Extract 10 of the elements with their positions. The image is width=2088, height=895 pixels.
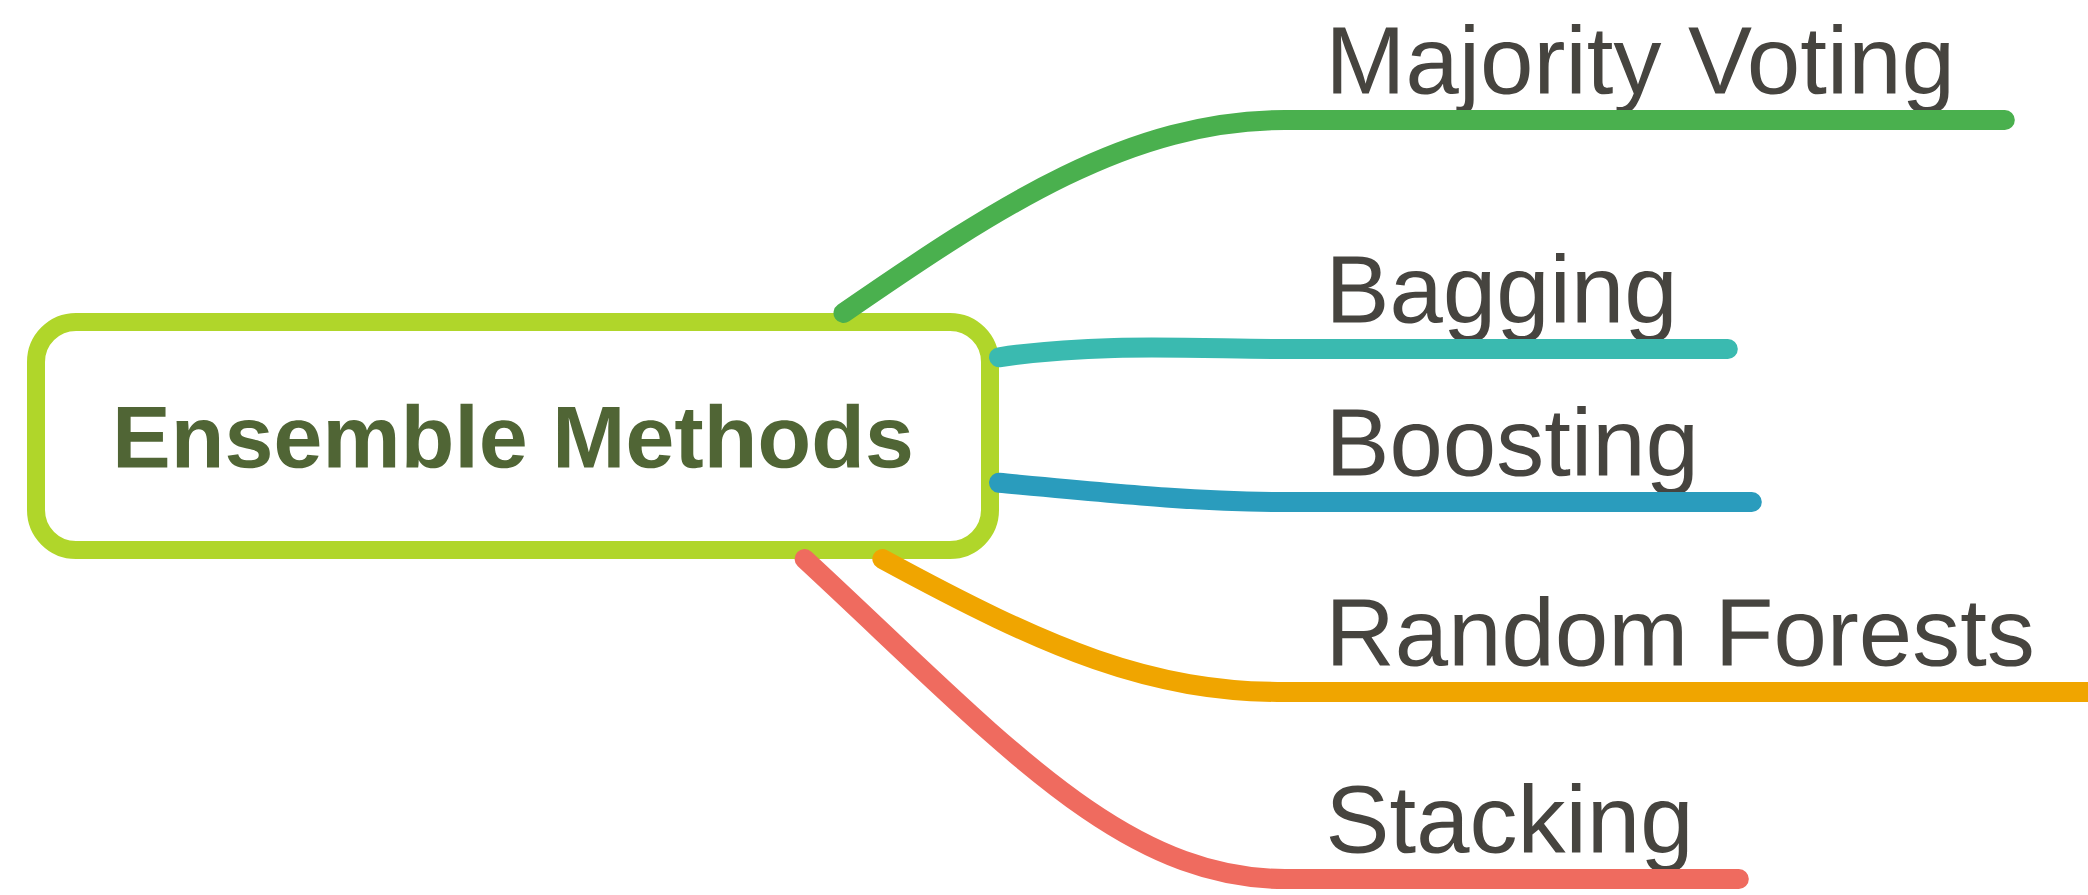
branch-line — [794, 549, 1749, 889]
branch-label: Bagging — [1333, 253, 1672, 343]
branch-line — [989, 472, 1762, 512]
topic-box: Ensemble Methods — [27, 313, 999, 559]
branch-label: Majority Voting — [1333, 24, 1949, 114]
branch-label: Random Forests — [1333, 596, 2032, 667]
branch-label: Stacking — [1329, 783, 1688, 873]
branch-line — [833, 110, 2015, 323]
branch-label: Boosting — [1333, 406, 1693, 496]
branch-line — [989, 337, 1738, 368]
